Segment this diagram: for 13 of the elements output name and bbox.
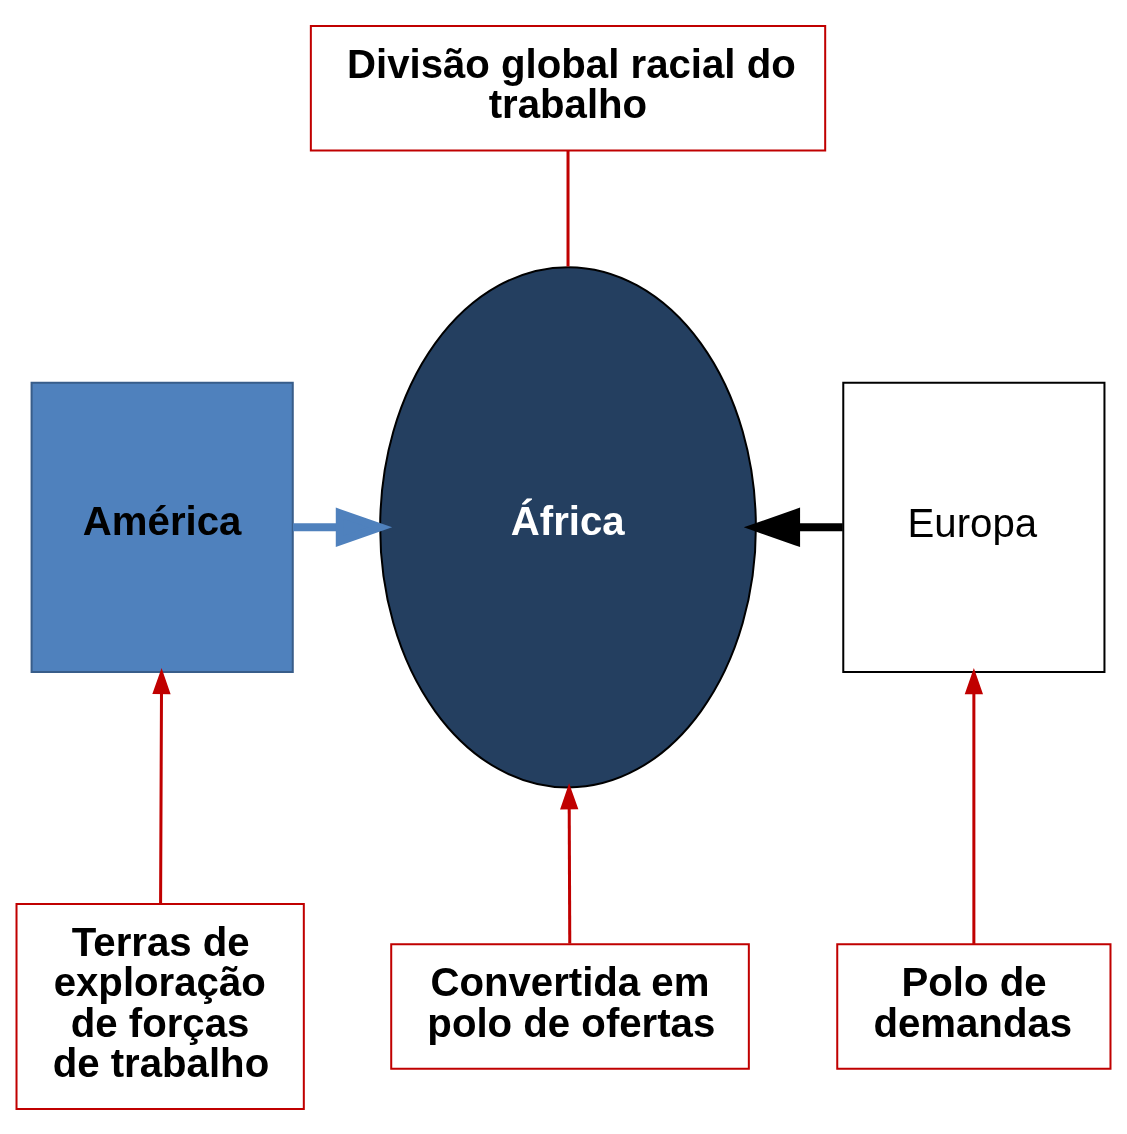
node-box: Divisão global racial do trabalho — [309, 24, 827, 152]
arrow — [743, 507, 843, 547]
node-box: América — [30, 381, 294, 673]
node-box: Polo de demandas — [836, 942, 1112, 1070]
arrow — [292, 507, 393, 547]
arrow — [152, 667, 171, 904]
node-box: Terras de exploração de forças de trabalho — [15, 902, 305, 1110]
arrow — [964, 667, 984, 944]
arrow — [560, 782, 579, 943]
node-box: Convertida em polo de ofertas — [390, 942, 750, 1070]
node-ellipse: África — [379, 265, 757, 788]
connector — [566, 150, 570, 266]
node-box: Europa — [842, 381, 1106, 673]
